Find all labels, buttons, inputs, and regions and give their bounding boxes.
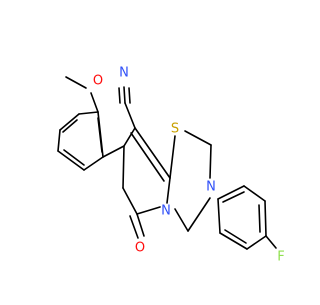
- carbonyl-oxygen-atom: O: [135, 241, 145, 256]
- fluorine-atom: F: [277, 250, 284, 265]
- molecule-canvas: O N S N N O F: [57, 65, 285, 265]
- molecule-structure: O N S N N O F: [57, 65, 285, 265]
- ring-nitrogen-aryl-atom: N: [206, 180, 216, 195]
- ring-nitrogen-fused-atom: N: [161, 204, 171, 219]
- atom-labels: O N S N N O F: [93, 66, 285, 265]
- bond-lines: [57, 76, 277, 250]
- nitrile-nitrogen-atom: N: [119, 66, 129, 81]
- methoxy-oxygen-atom: O: [93, 74, 103, 89]
- ring-sulfur-atom: S: [171, 122, 179, 137]
